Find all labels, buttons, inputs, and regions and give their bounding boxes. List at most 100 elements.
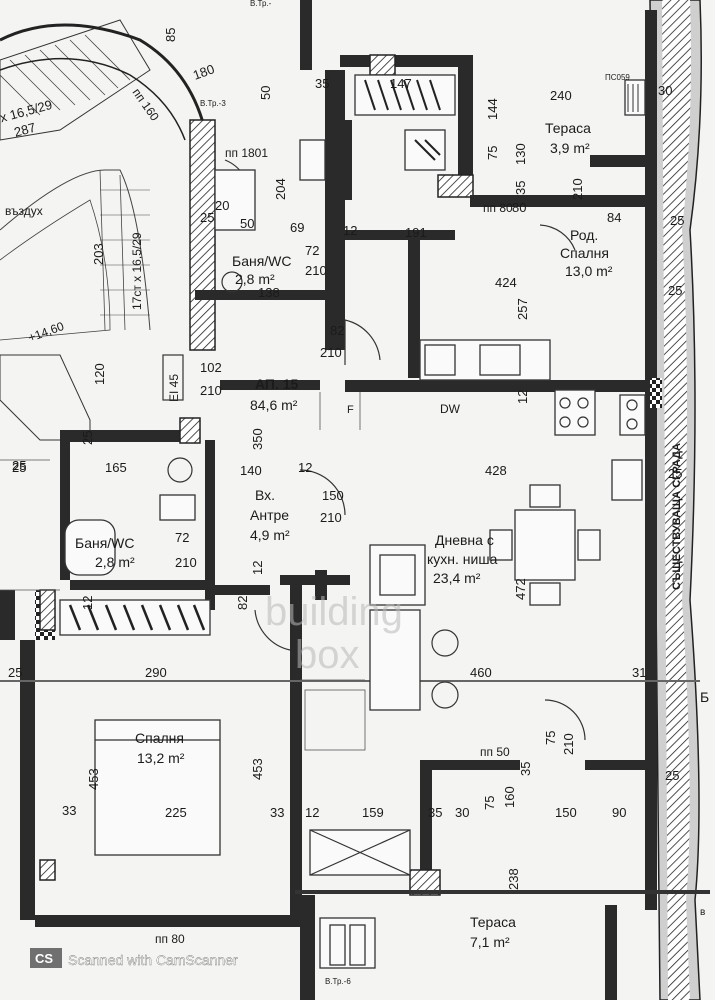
dim: 31 xyxy=(632,665,646,680)
dim: 257 xyxy=(515,298,530,320)
dim: 140 xyxy=(240,463,262,478)
entry-name2: Антре xyxy=(250,507,289,523)
terrace-top-area: 3,9 m² xyxy=(550,140,590,156)
dim: 75 xyxy=(485,146,500,160)
scanner-badge-text: CS xyxy=(35,951,53,966)
room-labels: АП. 15 84,6 m² Тераса 3,9 m² Род. Спалня… xyxy=(75,120,613,950)
fridge-label: F xyxy=(347,404,354,416)
dim: 160 xyxy=(502,786,517,808)
living-name1: Дневна с xyxy=(435,532,494,548)
annotations: въздух x 16,5/29 287 17ст x 16,5/29 +14,… xyxy=(0,0,709,986)
stairs-label-a2: 287 xyxy=(12,120,37,140)
dim: 80 xyxy=(512,200,526,215)
dim: 12 xyxy=(515,390,530,404)
dim: 12 xyxy=(343,223,357,238)
dim: 159 xyxy=(362,805,384,820)
dim: 210 xyxy=(320,510,342,525)
dim: 290 xyxy=(145,665,167,680)
letter-b-label: Б xyxy=(700,689,709,705)
existing-building-label: СЪЩЕСТВУВАЩА СГРАДА xyxy=(671,443,683,590)
dim: 12 xyxy=(80,596,95,610)
dim: 33 xyxy=(62,803,76,818)
terrace-bottom-name: Тераса xyxy=(470,914,516,930)
dim: 12 xyxy=(250,561,265,575)
dim: 453 xyxy=(86,768,101,790)
stairwell xyxy=(0,19,207,341)
living-area: 23,4 m² xyxy=(433,570,481,586)
dishwasher-label: DW xyxy=(440,402,461,416)
dim: 20 xyxy=(215,198,229,213)
dim: 240 xyxy=(550,88,572,103)
dim: 25 xyxy=(668,466,682,481)
pp-top-label: ПС059 xyxy=(605,73,630,82)
watermark-line1: building xyxy=(265,590,403,634)
dim: 150 xyxy=(555,805,577,820)
b-tr-label: В.Тр.- xyxy=(250,0,272,8)
apartment-area: 84,6 m² xyxy=(250,397,298,413)
stairs-label-b: 17ст x 16,5/29 xyxy=(130,232,144,310)
fire-rating-label: EI 45 xyxy=(167,374,181,402)
dim: 25 xyxy=(12,460,26,475)
pp-80-bottom-label: пп 80 xyxy=(155,932,185,946)
living-name2: кухн. ниша xyxy=(427,551,498,567)
dim: 350 xyxy=(250,428,265,450)
scanner-text: Scanned with CamScanner xyxy=(68,952,238,968)
dim: 72 xyxy=(305,243,319,258)
dim: 210 xyxy=(570,178,585,200)
dim: 25 xyxy=(668,283,682,298)
furniture xyxy=(59,74,646,969)
dim: 72 xyxy=(175,530,189,545)
bath-mid-name: Баня/WC xyxy=(75,535,135,551)
dim: 210 xyxy=(305,263,327,278)
air-label: въздух xyxy=(5,204,43,218)
dim: 50 xyxy=(240,216,254,231)
dim: 150 xyxy=(322,488,344,503)
dim: 25 xyxy=(8,665,22,680)
dim: 210 xyxy=(320,345,342,360)
parents-bedroom-name1: Род. xyxy=(570,227,598,243)
dim: 102 xyxy=(200,360,222,375)
dim: 130 xyxy=(513,143,528,165)
dim: 33 xyxy=(270,805,284,820)
bath-mid-area: 2,8 m² xyxy=(95,554,135,570)
dim: 35 xyxy=(513,181,528,195)
dim: 30 xyxy=(455,805,469,820)
dim: 210 xyxy=(175,555,197,570)
dim: 35 xyxy=(428,805,442,820)
dim: 25 xyxy=(200,210,214,225)
watermark-line2: box xyxy=(295,633,360,677)
bedroom-name: Спалня xyxy=(135,730,184,746)
dim: 165 xyxy=(105,460,127,475)
pp-50-label: пп 50 xyxy=(480,745,510,759)
dim: 35 xyxy=(315,76,329,91)
dim: 75 xyxy=(543,731,558,745)
dim: 203 xyxy=(91,243,106,265)
dim: 69 xyxy=(290,220,304,235)
dim: 210 xyxy=(561,733,576,755)
pp-160-label: пп 160 xyxy=(130,86,163,124)
dim: 472 xyxy=(513,578,528,600)
dim: 138 xyxy=(258,285,280,300)
dim: 82 xyxy=(235,596,250,610)
dim: 25 xyxy=(12,458,26,473)
entry-name1: Вх. xyxy=(255,487,275,503)
dim: 82 xyxy=(330,323,344,338)
dim: 424 xyxy=(495,275,517,290)
dim: 35 xyxy=(518,762,533,776)
dim: 238 xyxy=(506,868,521,890)
dim: 30 xyxy=(658,83,672,98)
bath-top-name: Баня/WC xyxy=(232,253,292,269)
bath-top-area: 2,8 m² xyxy=(235,271,275,287)
parents-bedroom-name2: Спалня xyxy=(560,245,609,261)
b-tr3-label: В.Тр.-3 xyxy=(200,99,226,108)
terrace-top-name: Тераса xyxy=(545,120,591,136)
dim: 204 xyxy=(273,178,288,200)
parents-bedroom-area: 13,0 m² xyxy=(565,263,613,279)
dim: 25 xyxy=(665,768,679,783)
scanner-badge: CS Scanned with CamScanner xyxy=(30,948,238,968)
dim: 460 xyxy=(470,665,492,680)
apartment-label: АП. 15 xyxy=(255,376,299,392)
dim: 147 xyxy=(390,76,412,91)
